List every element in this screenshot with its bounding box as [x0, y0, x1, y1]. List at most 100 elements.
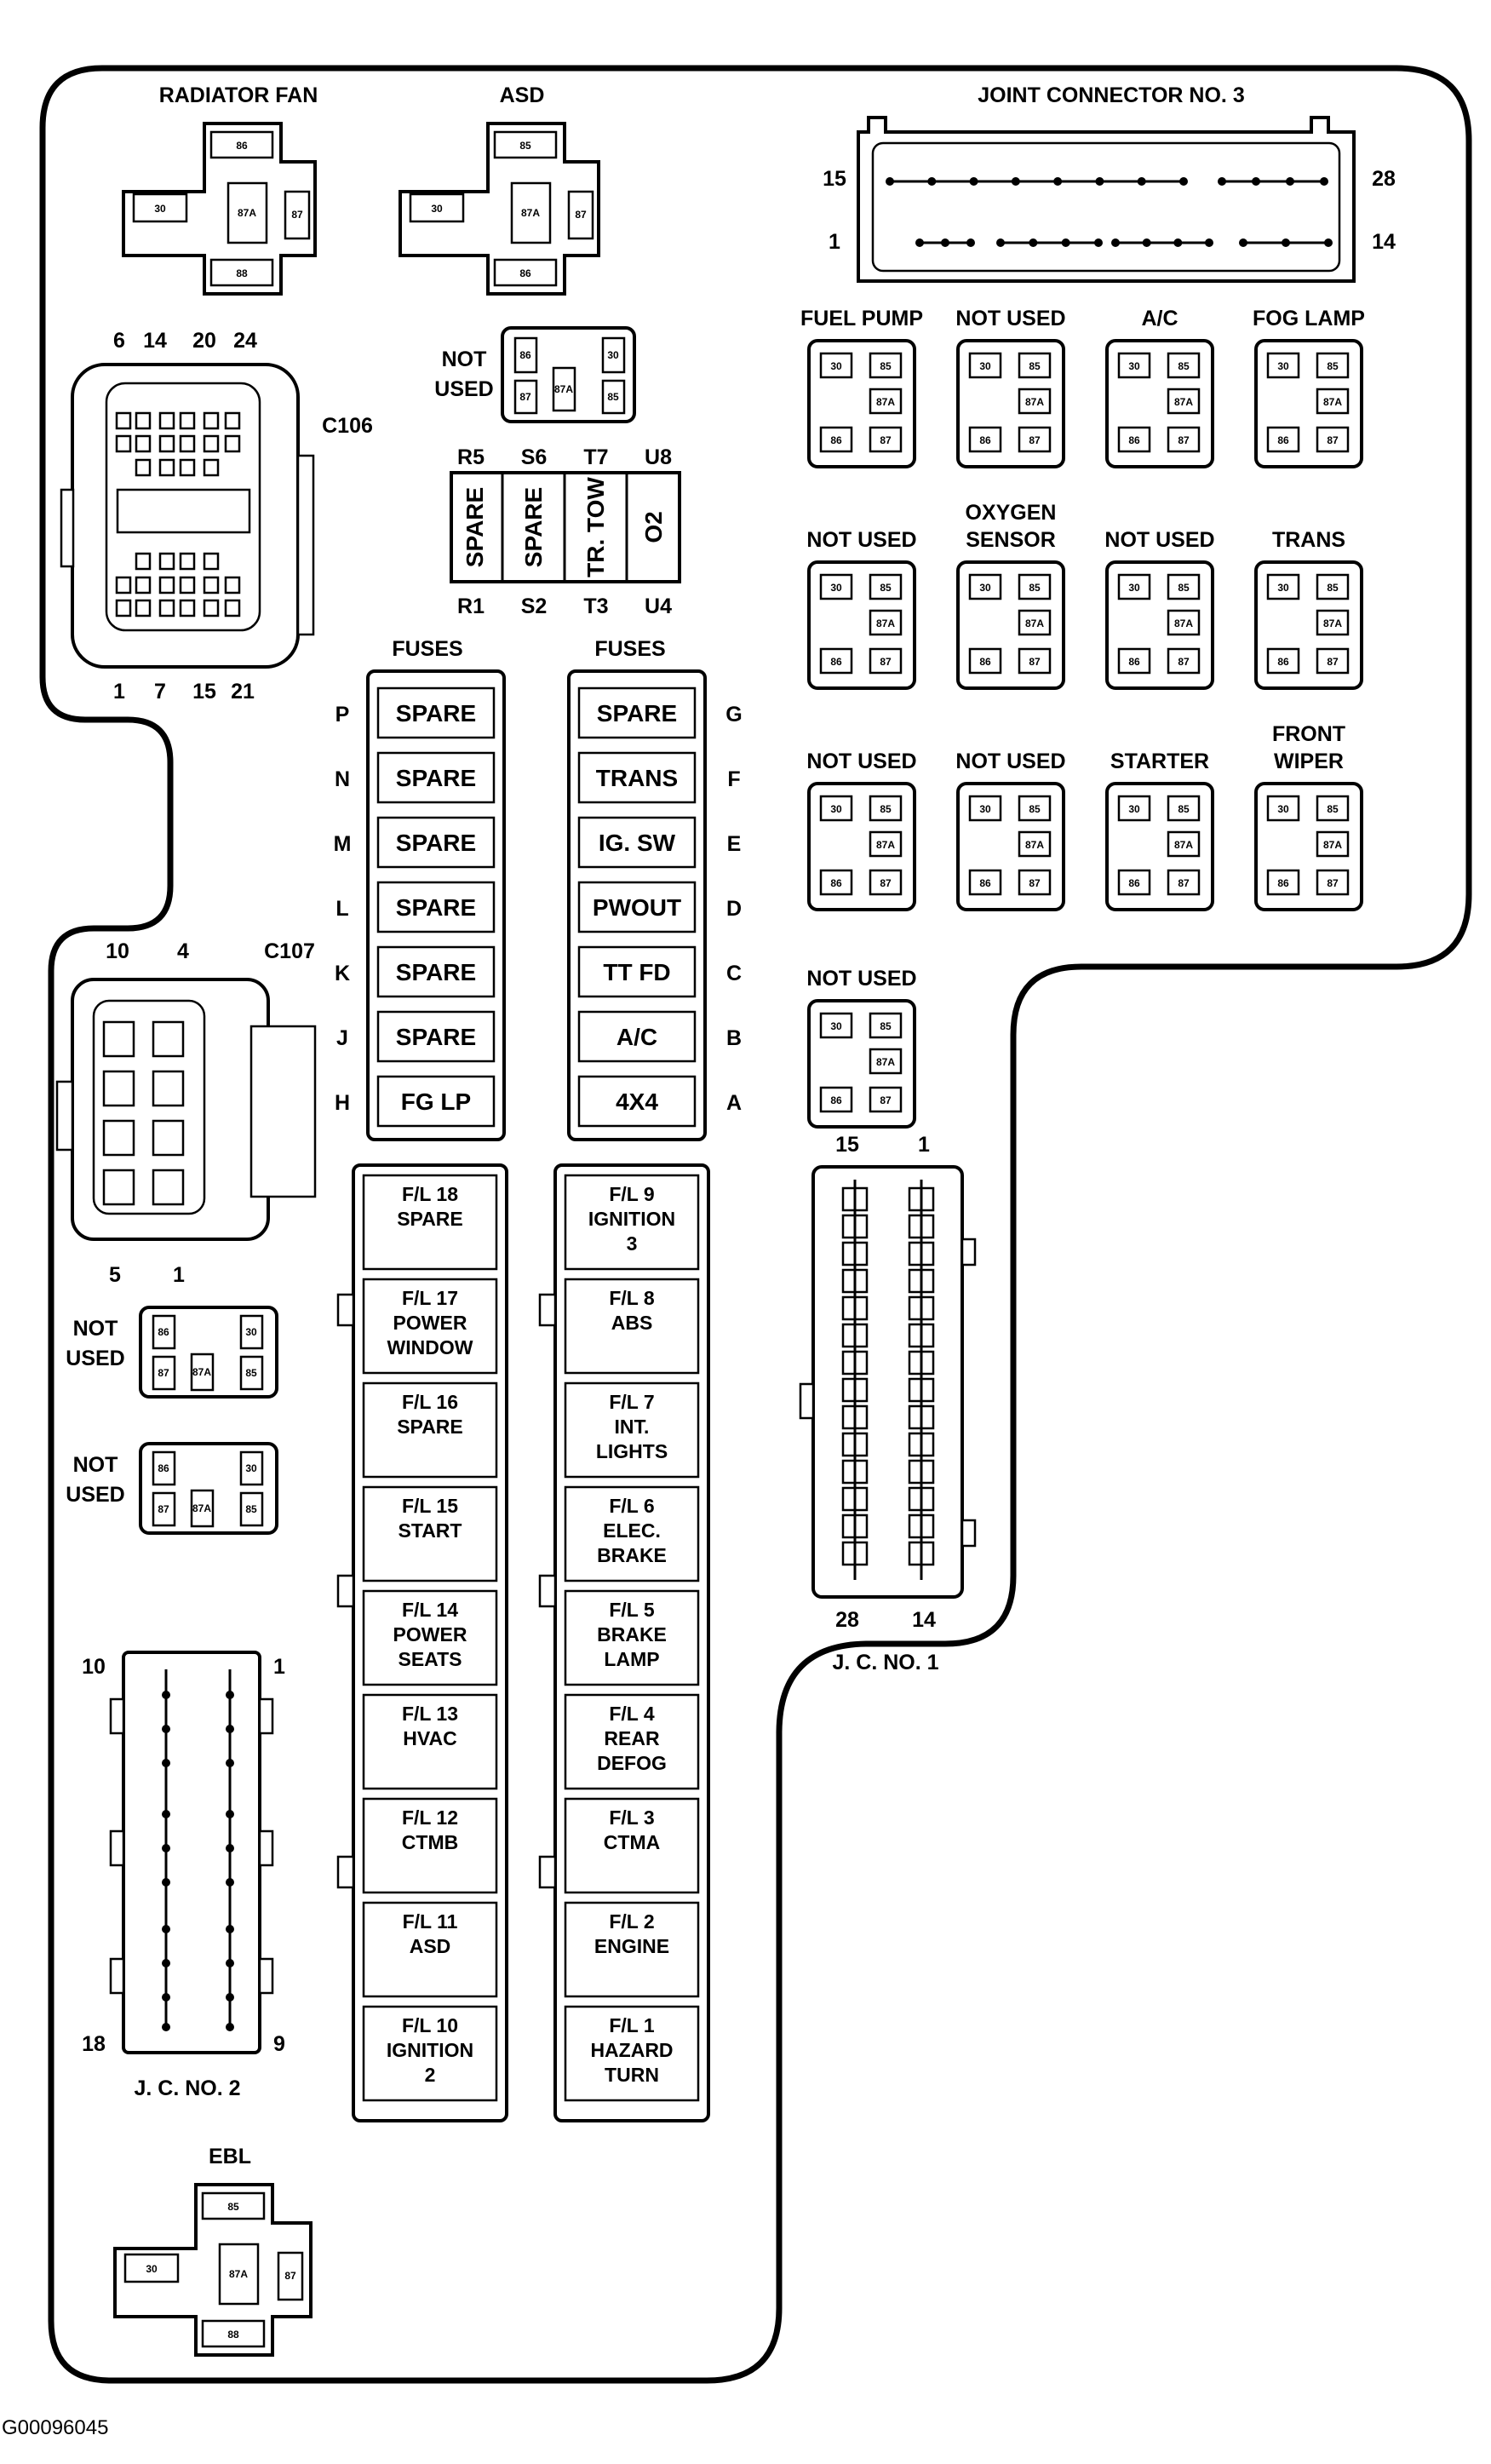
fuse-label: PWOUT [593, 894, 681, 921]
relay-pin: 87 [880, 1094, 892, 1106]
relay-pin: 87 [1029, 877, 1041, 889]
fusible-link-text: BRAKE [597, 1544, 667, 1566]
fuse-position: C [726, 962, 742, 985]
relay-pin: 87A [1323, 396, 1342, 408]
fusible-link-text: SPARE [397, 1416, 463, 1438]
relay-label: TRANS [1272, 528, 1345, 552]
relay-pin: 86 [1128, 434, 1140, 446]
svg-text:15: 15 [835, 1133, 859, 1157]
fuse-label: SPARE [396, 700, 476, 727]
relay-pin: 30 [1277, 360, 1289, 372]
svg-text:30: 30 [431, 203, 443, 215]
svg-text:28: 28 [835, 1608, 859, 1632]
fuse-position: M [334, 832, 352, 856]
svg-text:88: 88 [227, 2329, 239, 2341]
relay-pin: 30 [1277, 582, 1289, 594]
relay-pin: 85 [1029, 360, 1041, 372]
radiator-fan-label: RADIATOR FAN [159, 83, 318, 107]
relay-pin: 85 [1327, 360, 1339, 372]
fuse-label: SPARE [597, 700, 677, 727]
svg-text:R5: R5 [457, 445, 485, 469]
joint-connector-2: 10 1 18 9 J. C. NO. 2 [82, 1651, 285, 2100]
relay-pin: 87 [1178, 434, 1190, 446]
svg-text:87A: 87A [192, 1366, 211, 1378]
relay-pin: 87A [1174, 396, 1193, 408]
svg-text:9: 9 [273, 2032, 285, 2056]
svg-text:87A: 87A [238, 207, 256, 219]
fuse-label: FG LP [401, 1088, 471, 1115]
svg-text:U4: U4 [645, 594, 672, 618]
relay-pin: 87A [1323, 617, 1342, 629]
fuse-box-outline [39, 65, 1472, 2384]
fuses-left-title: FUSES [392, 637, 462, 661]
svg-text:5: 5 [109, 1263, 121, 1287]
relay-pin: 30 [1277, 803, 1289, 815]
relay-label: NOT USED [806, 528, 916, 552]
svg-text:14: 14 [912, 1608, 936, 1632]
svg-text:30: 30 [607, 349, 619, 361]
relay-pin: 85 [1178, 582, 1190, 594]
relay-pin: 85 [1178, 360, 1190, 372]
relay-label: SENSOR [966, 528, 1056, 552]
relay-pin: 86 [979, 877, 991, 889]
relay-pin: 86 [830, 877, 842, 889]
fuse-label: A/C [616, 1024, 657, 1050]
relay-pin: 87 [880, 877, 892, 889]
relay-pin: 86 [979, 656, 991, 668]
joint-connector-3: JOINT CONNECTOR NO. 3 15 1 28 14 [823, 83, 1396, 283]
relay-pin: 85 [1327, 582, 1339, 594]
fusible-link-text: F/L 8 [609, 1287, 654, 1309]
svg-text:USED: USED [434, 377, 493, 401]
fusible-link-text: POWER [393, 1623, 467, 1646]
fuse-label: TT FD [603, 959, 670, 985]
mini-relay-not-used-top: NOT USED 86 30 87 87A 85 [434, 326, 636, 423]
svg-text:85: 85 [227, 2201, 239, 2213]
relay-pin: 86 [830, 656, 842, 668]
relay-pin: 30 [1128, 360, 1140, 372]
fusible-link-text: ELEC. [603, 1519, 661, 1542]
svg-text:14: 14 [1372, 230, 1396, 254]
relay-pin: 86 [1128, 656, 1140, 668]
svg-text:87A: 87A [192, 1502, 211, 1514]
svg-text:30: 30 [245, 1326, 257, 1338]
fuse-label: SPARE [396, 1024, 476, 1050]
fuse-position: A [726, 1091, 742, 1115]
relay-pin: 87 [1029, 434, 1041, 446]
relay-pin: 87 [880, 656, 892, 668]
relay-pin: 30 [1128, 582, 1140, 594]
relay-pin: 87 [1178, 656, 1190, 668]
relay-pin: 87 [1327, 656, 1339, 668]
svg-text:87A: 87A [521, 207, 540, 219]
svg-text:28: 28 [1372, 167, 1396, 191]
svg-text:T7: T7 [583, 445, 608, 469]
svg-text:24: 24 [233, 329, 257, 353]
relay-pin: 30 [830, 582, 842, 594]
svg-text:87: 87 [575, 209, 587, 221]
svg-text:85: 85 [607, 391, 619, 403]
svg-text:7: 7 [154, 680, 166, 704]
relay-label: NOT USED [955, 307, 1065, 330]
svg-text:1: 1 [173, 1263, 185, 1287]
svg-text:SPARE: SPARE [462, 487, 488, 567]
fusible-link-text: F/L 17 [402, 1287, 458, 1309]
fuse-position: E [727, 832, 742, 856]
relay-pin: 86 [1128, 877, 1140, 889]
svg-text:87: 87 [519, 391, 531, 403]
svg-text:1: 1 [113, 680, 125, 704]
relay-pin: 87 [1178, 877, 1190, 889]
